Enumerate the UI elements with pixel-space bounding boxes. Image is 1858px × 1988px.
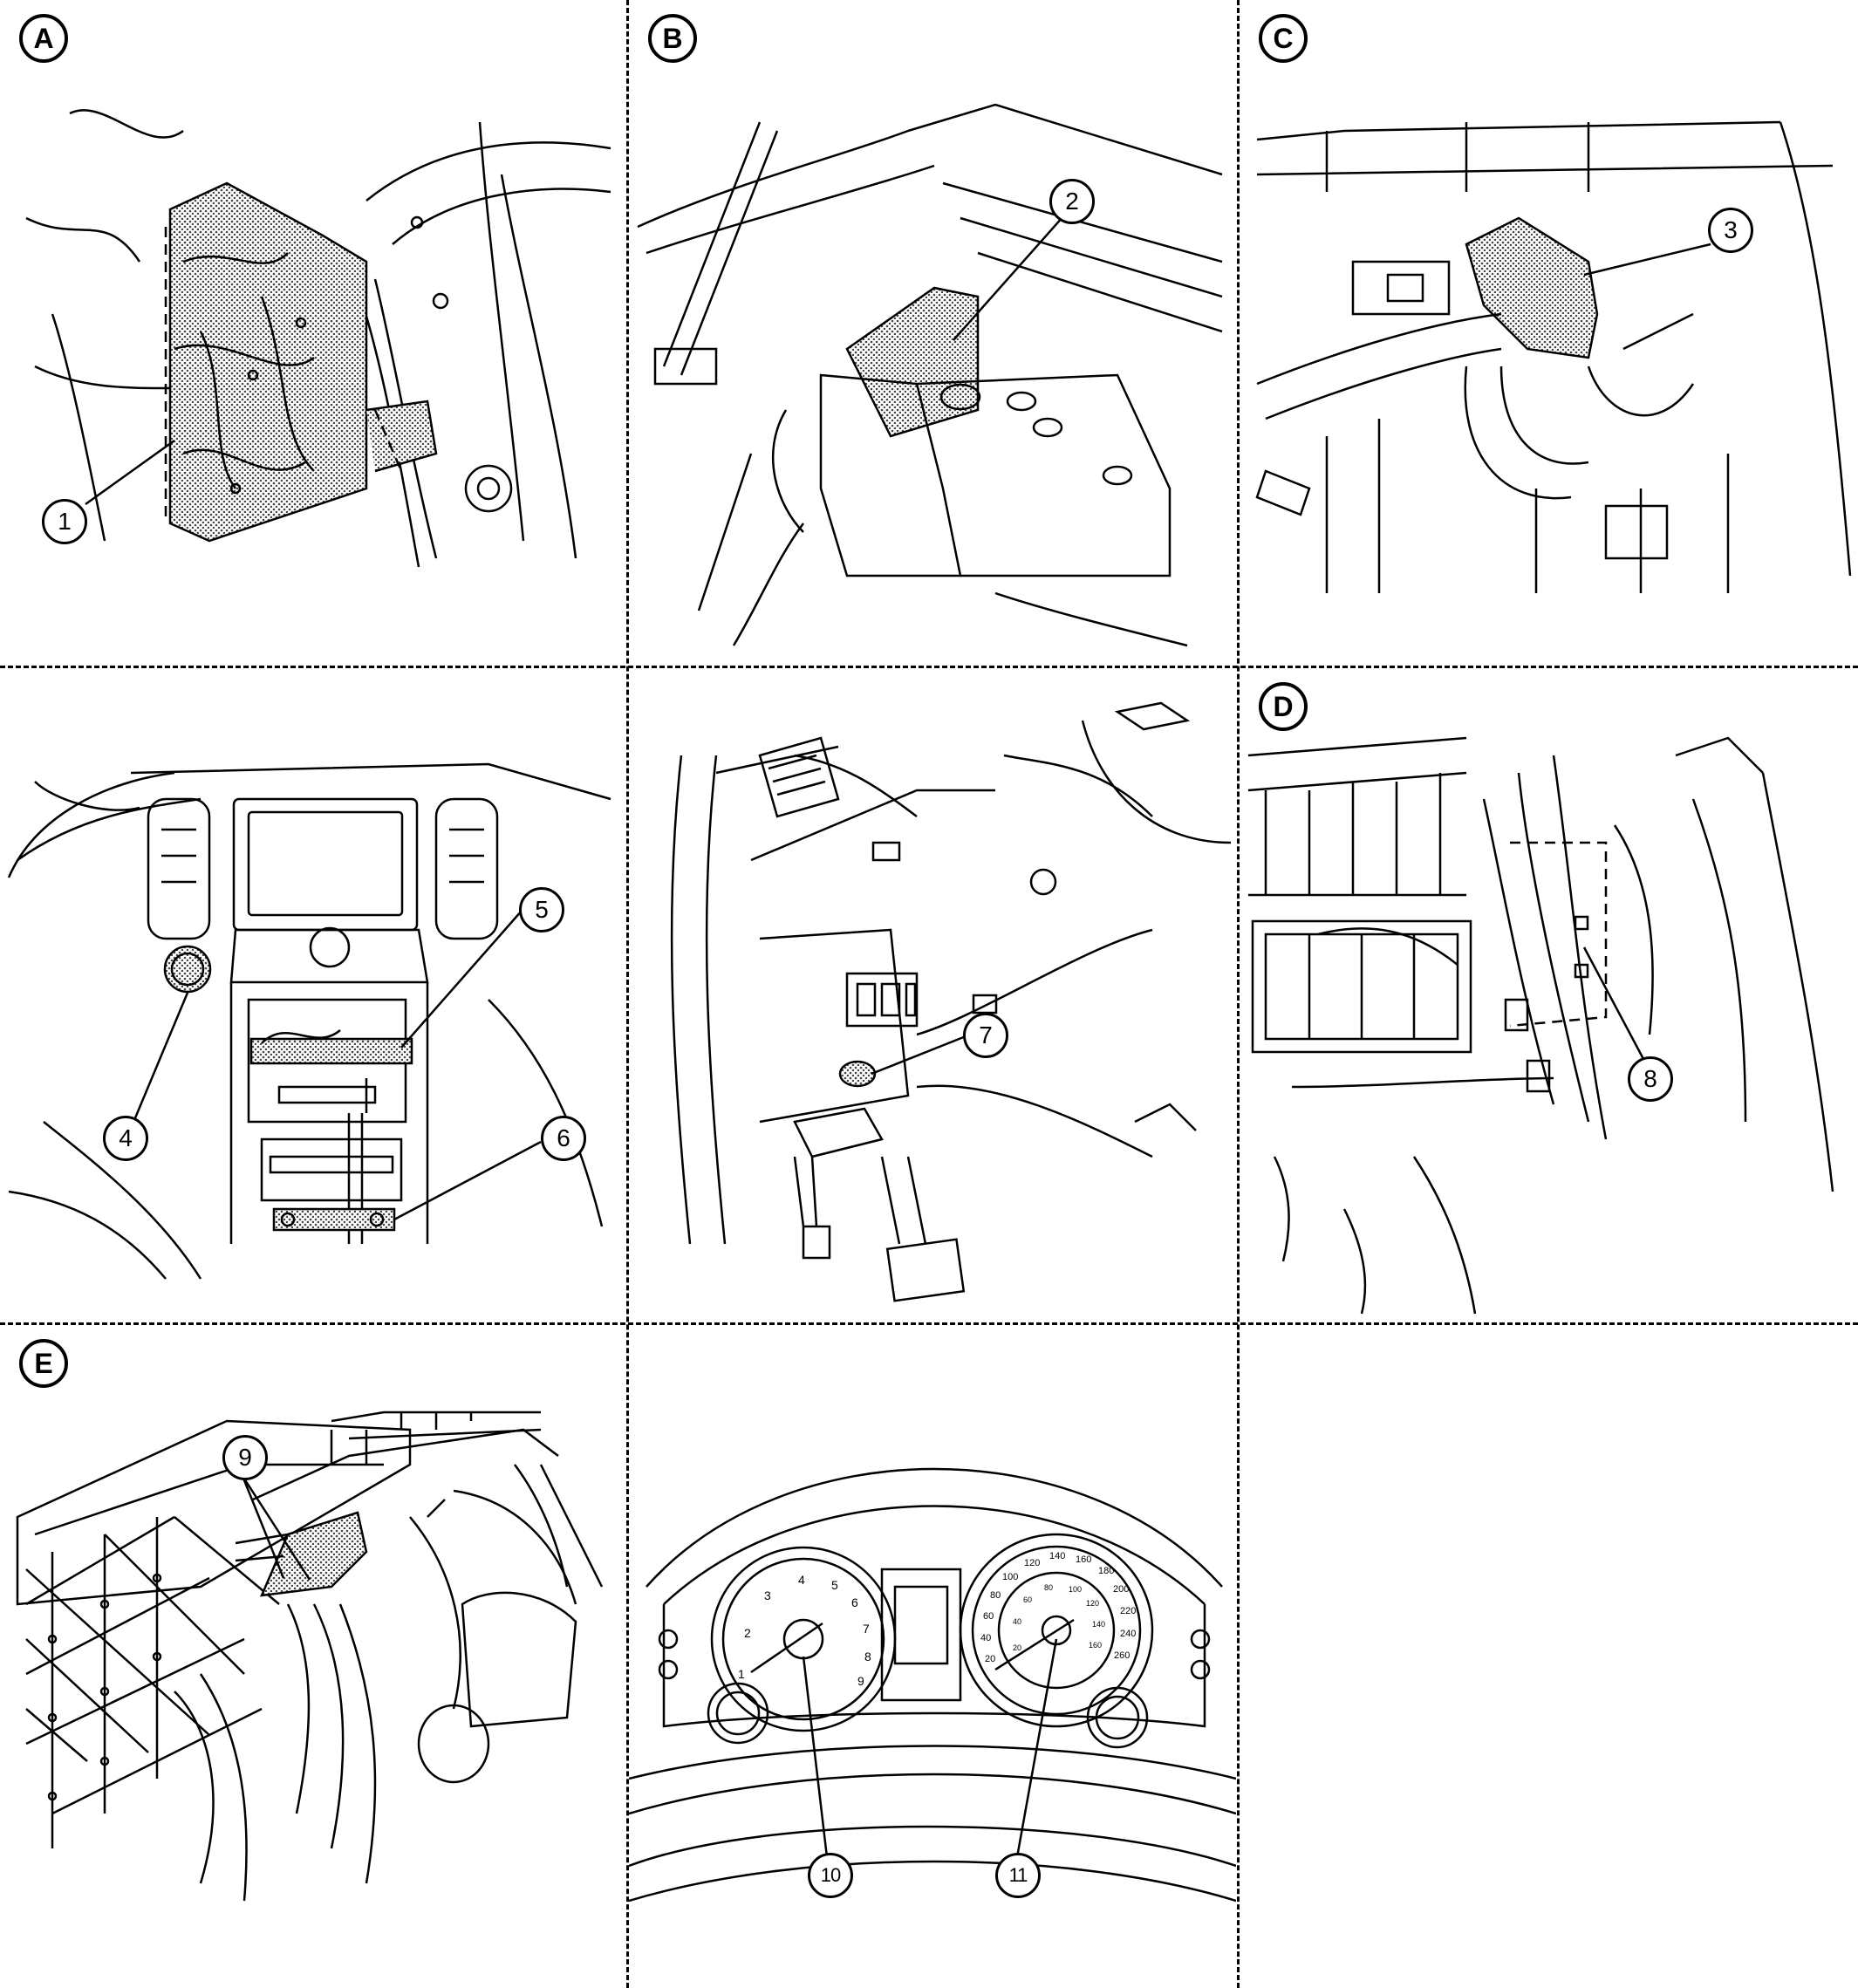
- panel-b: B 2: [629, 0, 1236, 664]
- tach-tick: 7: [863, 1622, 870, 1636]
- callout-1: 1: [42, 499, 87, 544]
- speedo-inner-tick: 140: [1092, 1620, 1106, 1629]
- panel-a: A 1: [0, 0, 625, 664]
- column-divider-2: [1237, 0, 1240, 1988]
- panel-e-illustration: [16, 1411, 604, 1902]
- panel-c: C 3: [1240, 0, 1858, 664]
- speedo-inner-tick: 60: [1023, 1595, 1033, 1604]
- speedo-tick: 40: [980, 1633, 992, 1643]
- tach-tick: 1: [738, 1667, 745, 1681]
- tach-tick: 2: [744, 1626, 751, 1640]
- tach-tick: 6: [851, 1595, 858, 1609]
- panel-d-letter: D: [1259, 682, 1308, 731]
- panel-d-illustration: [1247, 736, 1834, 1315]
- speedo-tick: 260: [1114, 1650, 1131, 1661]
- panel-d: D 8: [1240, 668, 1858, 1321]
- speedo-tick: 180: [1098, 1566, 1115, 1576]
- speedo-inner-tick: 80: [1044, 1583, 1054, 1592]
- tach-tick: 3: [764, 1588, 771, 1602]
- panel-b-letter: B: [648, 14, 697, 63]
- speedo-inner-tick: 20: [1013, 1643, 1022, 1652]
- speedo-tick: 100: [1002, 1572, 1019, 1582]
- callout-11: 11: [995, 1853, 1041, 1898]
- panel-knee: 7: [629, 668, 1236, 1321]
- panel-empty: [1240, 1325, 1858, 1988]
- callout-6: 6: [541, 1116, 586, 1161]
- panel-c-illustration: [1255, 120, 1852, 593]
- speedo-tick: 20: [985, 1654, 996, 1664]
- tach-tick: 4: [798, 1573, 805, 1587]
- speedometer-face: [959, 1533, 1154, 1728]
- speedo-tick: 140: [1049, 1551, 1066, 1561]
- speedo-tick: 60: [983, 1611, 994, 1622]
- panel-c-letter: C: [1259, 14, 1308, 63]
- callout-7: 7: [963, 1013, 1008, 1058]
- tach-tick: 5: [831, 1578, 838, 1592]
- speedo-tick: 240: [1120, 1629, 1137, 1639]
- panel-cluster-illustration: [629, 1467, 1236, 1903]
- row-divider-2: [0, 1322, 1858, 1325]
- panel-cluster: 1 2 3 4 5 6 7 8 9 20 40 60 80 100 120 14…: [629, 1325, 1236, 1988]
- panel-a-letter: A: [19, 14, 68, 63]
- speedo-inner-tick: 100: [1069, 1585, 1083, 1594]
- tach-tick: 9: [857, 1674, 864, 1688]
- speedo-tick: 220: [1120, 1606, 1137, 1616]
- callout-8: 8: [1628, 1056, 1673, 1102]
- panel-console: 5 6 4: [0, 668, 625, 1321]
- column-divider-1: [626, 0, 629, 1988]
- row-divider-1: [0, 666, 1858, 668]
- callout-3: 3: [1708, 208, 1753, 253]
- panel-a-illustration: [25, 109, 611, 568]
- speedo-inner-tick: 160: [1089, 1641, 1103, 1650]
- callout-10: 10: [808, 1853, 853, 1898]
- tach-tick: 8: [864, 1650, 871, 1663]
- panel-console-illustration: [7, 762, 611, 1280]
- speedo-tick: 200: [1113, 1584, 1130, 1595]
- speedo-inner-tick: 40: [1013, 1617, 1022, 1626]
- callout-9: 9: [222, 1435, 268, 1480]
- callout-5: 5: [519, 887, 564, 933]
- panel-knee-illustration: [670, 701, 1232, 1302]
- callout-4: 4: [103, 1116, 148, 1161]
- panel-e-letter: E: [19, 1339, 68, 1388]
- speedo-inner-tick: 120: [1086, 1599, 1100, 1608]
- speedo-tick: 80: [990, 1590, 1001, 1601]
- speedo-tick: 160: [1076, 1554, 1092, 1565]
- panel-b-illustration: [637, 103, 1223, 647]
- speedo-tick: 120: [1024, 1558, 1041, 1568]
- panel-e: E 9: [0, 1325, 625, 1988]
- callout-2: 2: [1049, 179, 1095, 224]
